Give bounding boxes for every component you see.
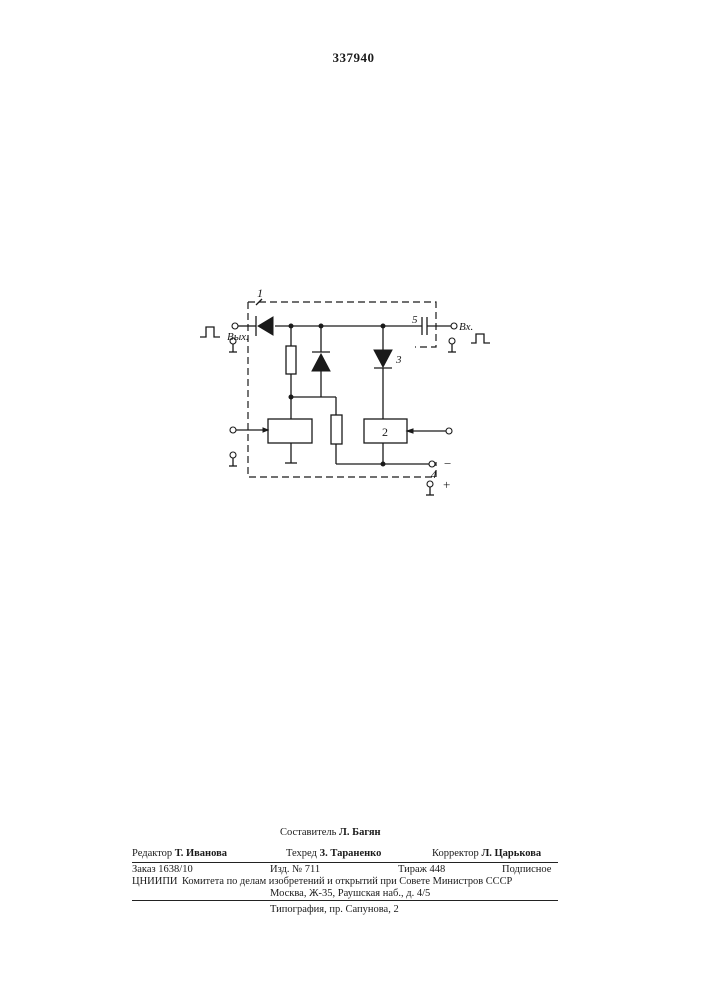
capacitor-5-icon	[422, 317, 427, 335]
plus-label: +	[443, 477, 450, 492]
org-line-1: Комитета по делам изобретений и открытий…	[182, 876, 512, 888]
resistor-middle-icon	[331, 415, 342, 444]
capacitor-5-label: 5	[412, 314, 418, 326]
series-diode-icon	[252, 316, 273, 336]
supply-minus-terminal	[429, 461, 435, 467]
printing-line: Типография, пр. Сапунова, 2	[270, 904, 399, 916]
output-terminal	[232, 323, 238, 329]
resistor-left-icon	[286, 346, 296, 374]
editor-role: Редактор	[132, 848, 172, 859]
techred-name: З. Тараненко	[320, 848, 382, 859]
compiler-name: Л. Багян	[339, 827, 381, 838]
input-label: Вх.	[459, 321, 473, 333]
org-line-2: Москва, Ж-35, Раушская наб., д. 4/5	[270, 888, 430, 900]
corrector-name: Л. Царькова	[481, 848, 541, 859]
techred-role: Техред	[286, 848, 317, 859]
block-number-label: 1	[257, 286, 263, 300]
org-name: ЦНИИПИ	[132, 876, 178, 888]
input-pulse-icon	[471, 334, 490, 343]
subscription: Подписное	[502, 864, 551, 876]
terminal-4-label: 4	[431, 469, 437, 481]
control-input-terminal	[230, 427, 236, 433]
control-ground-terminal	[230, 452, 236, 458]
block-2-label: 2	[382, 425, 388, 439]
publication-details: Заказ 1638/10 Изд. № 711 Тираж 448 Подпи…	[132, 864, 558, 904]
middle-diode-icon	[312, 352, 330, 371]
left-block	[268, 419, 312, 443]
editor-name: Т. Иванова	[175, 848, 227, 859]
printing-house: Типография, пр. Сапунова, 2	[132, 904, 558, 918]
imprint-rule-top	[132, 862, 558, 863]
output-label: Вых.	[227, 331, 249, 343]
input-ground-terminal	[449, 338, 455, 344]
supply-plus-terminal	[427, 481, 433, 487]
corrector-role: Корректор	[432, 848, 479, 859]
block-1-boundary	[248, 302, 436, 477]
order-number: Заказ 1638/10	[132, 864, 193, 876]
diode-3-icon	[374, 350, 392, 368]
imprint-rule-bottom	[132, 900, 558, 901]
input-terminal	[451, 323, 457, 329]
circulation: Тираж 448	[398, 864, 445, 876]
output-pulse-icon	[200, 327, 220, 337]
diode-3-label: 3	[395, 354, 402, 366]
block-2-input-terminal	[446, 428, 452, 434]
edition-number: Изд. № 711	[270, 864, 320, 876]
compiler-role: Составитель	[280, 827, 336, 838]
minus-label: −	[444, 456, 451, 471]
